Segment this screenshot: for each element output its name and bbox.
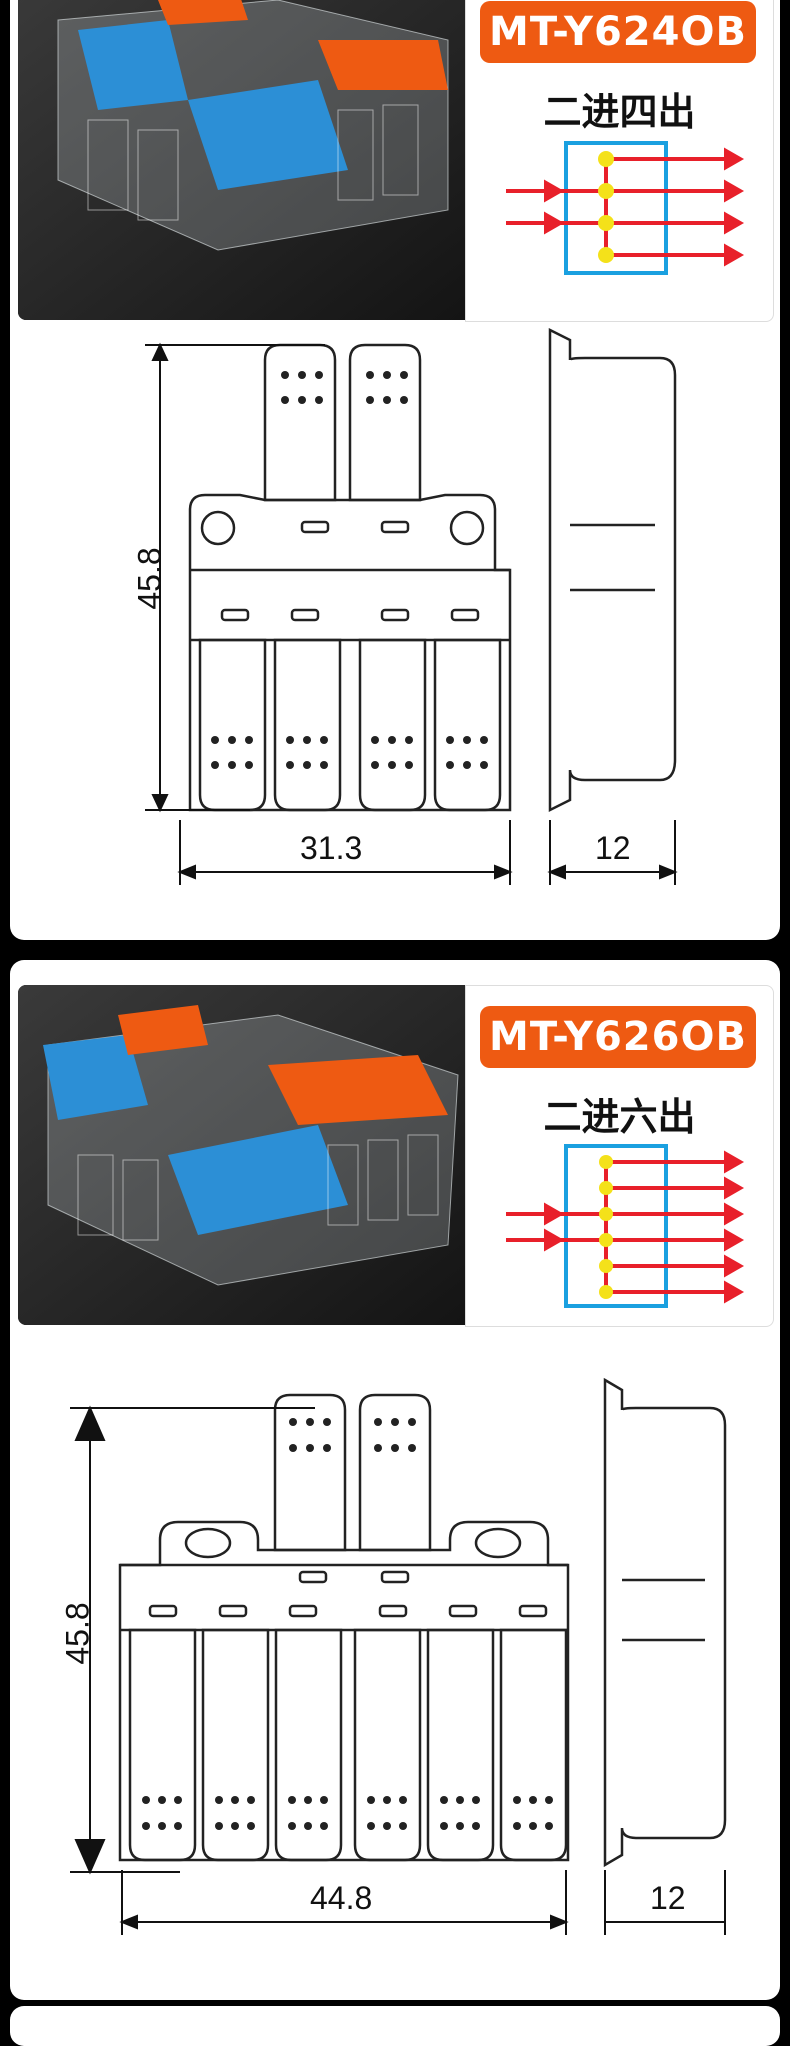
wiring-diagram	[506, 141, 745, 275]
model-tag: MT-Y624OB	[480, 1, 756, 63]
technical-drawing-2	[70, 1377, 727, 1935]
config-label: 二进四出	[543, 90, 696, 134]
model-tag: MT-Y626OB	[480, 1006, 756, 1068]
technical-drawing-1	[145, 327, 678, 885]
product-info-panel-1: MT-Y624OB 二进四出	[465, 0, 774, 322]
wiring-diagram	[506, 1144, 745, 1308]
product-info-panel-2: MT-Y626OB 二进六出	[465, 985, 774, 1327]
dimension-height-label: 45.8	[131, 547, 168, 610]
dimension-width-label: 31.3	[300, 830, 363, 866]
config-label: 二进六出	[543, 1095, 696, 1139]
product-card-1: MT-Y624OB 二进四出	[10, 0, 780, 940]
dimension-width-label: 44.8	[310, 1880, 373, 1916]
dimension-depth-label: 12	[595, 830, 631, 866]
product-photo-1	[18, 0, 465, 320]
dimension-height-label: 45.8	[59, 1602, 96, 1665]
product-card-2: MT-Y626OB 二进六出	[10, 960, 780, 2000]
dimension-depth-label: 12	[650, 1880, 686, 1916]
product-photo-2	[18, 985, 465, 1325]
next-card-edge	[10, 2006, 780, 2046]
